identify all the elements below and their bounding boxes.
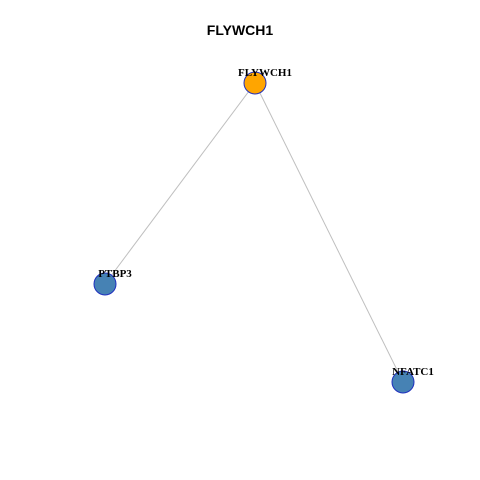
node-circle-nfatc1 (391, 370, 415, 394)
edge-flywch1-nfatc1 (254, 82, 404, 383)
node-label-nfatc1: NFATC1 (392, 366, 434, 378)
edges-layer (104, 82, 404, 383)
node-circle-ptbp3 (93, 272, 117, 296)
node-label-ptbp3: PTBP3 (98, 268, 132, 280)
figure-title: FLYWCH1 (206, 22, 274, 38)
edge-flywch1-ptbp3 (104, 82, 256, 285)
node-label-flywch1: FLYWCH1 (238, 67, 292, 79)
node-flywch1: FLYWCH1 (238, 67, 292, 95)
node-circle-flywch1 (243, 71, 267, 95)
node-ptbp3: PTBP3 (93, 268, 132, 296)
node-nfatc1: NFATC1 (391, 366, 434, 394)
